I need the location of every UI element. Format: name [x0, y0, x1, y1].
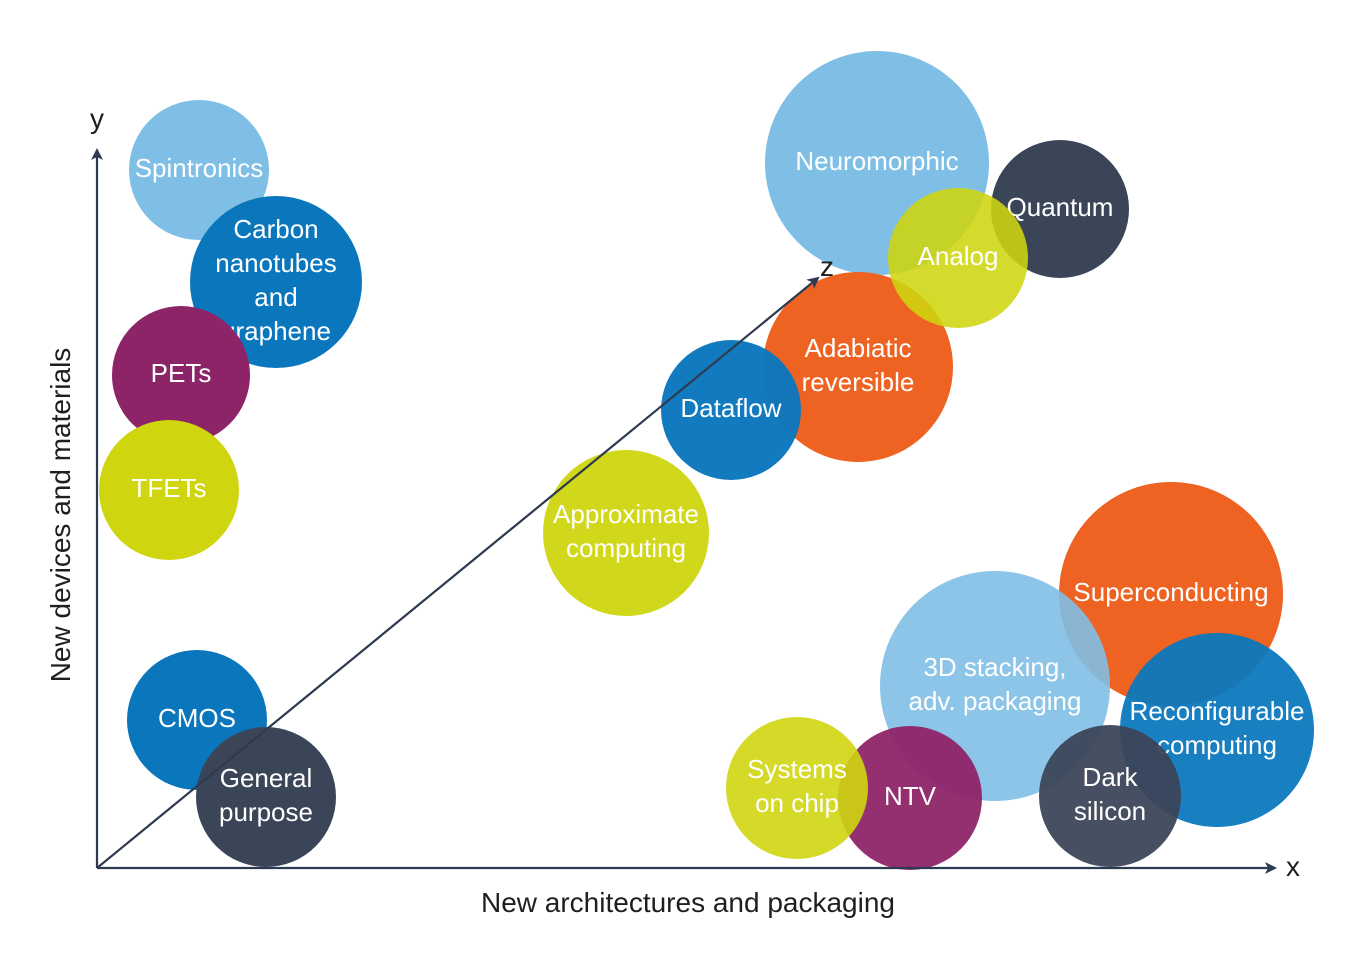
bubble-circle-general-purpose	[196, 727, 336, 867]
z-axis-letter: z	[820, 251, 834, 282]
axes: y x z New architectures and packaging Ne…	[45, 103, 1300, 918]
bubble-label-adiabatic-reversible: reversible	[802, 367, 915, 397]
bubble-label-approximate-computing: computing	[566, 533, 686, 563]
bubble-circle-pets	[112, 306, 250, 444]
bubble-spintronics: Spintronics	[129, 100, 269, 240]
bubble-label-dark-silicon: silicon	[1074, 796, 1146, 826]
bubble-label-3d-stacking: 3D stacking,	[923, 652, 1066, 682]
bubble-tfets: TFETs	[99, 420, 239, 560]
x-axis-letter: x	[1286, 851, 1300, 882]
bubble-dataflow: Dataflow	[661, 340, 801, 480]
bubble-circle-approximate-computing	[543, 450, 709, 616]
bubble-label-pets: PETs	[151, 358, 212, 388]
bubble-dark-silicon: Dark silicon	[1039, 725, 1181, 867]
bubble-label-dataflow: Dataflow	[680, 393, 781, 423]
bubble-circle-tfets	[99, 420, 239, 560]
bubble-circle-ntv	[838, 726, 982, 870]
bubble-circle-spintronics	[129, 100, 269, 240]
z-axis-line	[96, 276, 820, 869]
bubble-label-neuromorphic: Neuromorphic	[795, 146, 958, 176]
x-axis-label: New architectures and packaging	[481, 887, 895, 918]
bubble-label-general-purpose: purpose	[219, 797, 313, 827]
bubble-label-cmos: CMOS	[158, 703, 236, 733]
bubble-label-reconfigurable-computing: computing	[1157, 730, 1277, 760]
bubble-label-superconducting: Superconducting	[1073, 577, 1268, 607]
bubble-circle-carbon-nanotubes	[190, 196, 362, 368]
bubble-label-systems-on-chip: on chip	[755, 788, 839, 818]
bubble-adiabatic-reversible: Adabiatic reversible	[763, 272, 953, 462]
bubble-label-dark-silicon: Dark	[1083, 762, 1139, 792]
bubble-label-approximate-computing: Approximate	[553, 499, 699, 529]
bubble-label-3d-stacking: adv. packaging	[909, 686, 1082, 716]
bubble-systems-on-chip: Systems on chip	[726, 717, 868, 859]
y-axis-label: New devices and materials	[45, 348, 76, 683]
bubble-circle-systems-on-chip	[726, 717, 868, 859]
bubble-ntv: NTV	[838, 726, 982, 870]
bubble-label-reconfigurable-computing: Reconfigurable	[1130, 696, 1305, 726]
bubble-label-analog: Analog	[918, 241, 999, 271]
bubble-circle-dark-silicon	[1039, 725, 1181, 867]
bubbles-layer: SpintronicsCarbonnanotubesandgraphenePET…	[99, 51, 1314, 870]
bubble-label-carbon-nanotubes: nanotubes	[215, 248, 336, 278]
bubble-label-carbon-nanotubes: Carbon	[233, 214, 318, 244]
bubble-analog: Analog	[888, 188, 1028, 328]
bubble-label-quantum: Quantum	[1007, 192, 1114, 222]
bubble-circle-dataflow	[661, 340, 801, 480]
bubble-label-spintronics: Spintronics	[135, 153, 264, 183]
bubble-label-tfets: TFETs	[131, 473, 206, 503]
bubble-label-systems-on-chip: Systems	[747, 754, 847, 784]
bubble-general-purpose: General purpose	[196, 727, 336, 867]
bubble-label-ntv: NTV	[884, 781, 937, 811]
bubble-pets: PETs	[112, 306, 250, 444]
bubble-circle-analog	[888, 188, 1028, 328]
bubble-circle-adiabatic-reversible	[763, 272, 953, 462]
bubble-label-carbon-nanotubes: and	[254, 282, 297, 312]
bubble-label-adiabatic-reversible: Adabiatic	[805, 333, 912, 363]
y-axis-letter: y	[90, 103, 104, 134]
bubble-approximate-computing: Approximate computing	[543, 450, 709, 616]
bubble-label-general-purpose: General	[220, 763, 313, 793]
